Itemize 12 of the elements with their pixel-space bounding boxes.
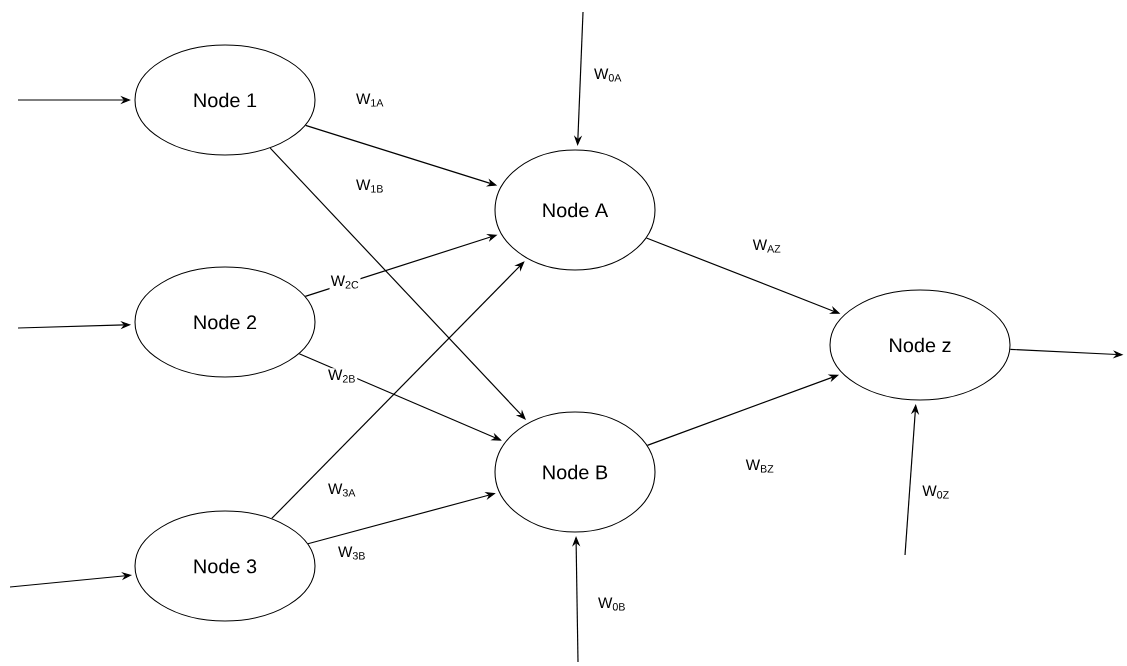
arrow (271, 261, 525, 520)
edge-label: W$_{BZ}$ (744, 458, 776, 474)
edge-label: W$_{0Z}$ (921, 484, 951, 500)
edge-label: W$_{1B}$ (354, 178, 386, 194)
edge-label: W$_{3A}$ (326, 482, 358, 498)
edge-label: W$_{2C}$ (329, 274, 361, 290)
edge-label: W$_{3B}$ (336, 545, 368, 561)
edge-label: W$_{0A}$ (592, 67, 624, 83)
edge-label: W$_{1A}$ (354, 92, 386, 108)
edge-label: W$_{0B}$ (596, 596, 628, 612)
edge-label: W$_{2B}$ (326, 368, 358, 384)
edge-label: W$_{AZ}$ (751, 238, 783, 254)
